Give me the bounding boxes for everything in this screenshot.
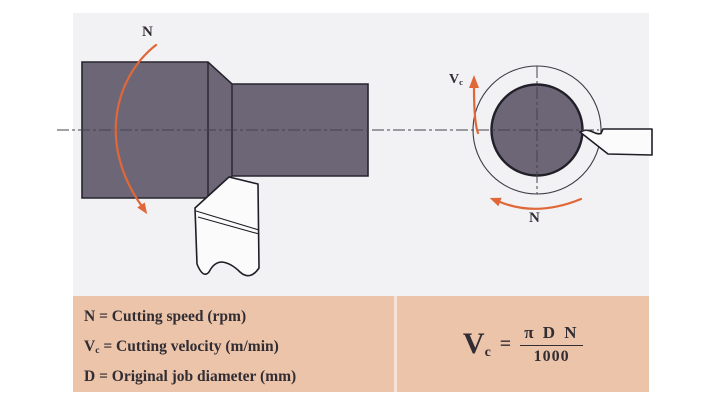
formula-equals: = [499, 332, 512, 355]
velocity-symbol: V [449, 72, 460, 87]
panel-divider [394, 296, 397, 392]
legend-item-d: D = Original job diameter (mm) [84, 363, 394, 393]
formula-denominator: 1000 [533, 347, 570, 365]
legend-item-n: N = Cutting speed (rpm) [84, 303, 394, 333]
legend-definition: = Original job diameter (mm) [99, 368, 297, 385]
legend-definition: = Cutting speed (rpm) [99, 308, 247, 325]
formula-lhs: Vc [462, 327, 491, 361]
legend-definition: = Cutting velocity (m/min) [103, 338, 279, 355]
fraction-bar [520, 344, 584, 346]
legend-symbol: N [84, 308, 96, 325]
legend-item-vc: Vc = Cutting velocity (m/min) [84, 333, 394, 363]
cutting-velocity-formula: Vc = π D N 1000 [462, 322, 584, 366]
end-view-velocity-label: Vc [449, 73, 463, 87]
formula-lhs-subscript: c [484, 345, 491, 361]
legend-symbol: D [84, 368, 96, 385]
legend-panel: N = Cutting speed (rpm) Vc = Cutting vel… [73, 296, 394, 392]
formula-numerator: π D N [524, 322, 580, 342]
end-view-rotation-label: N [529, 210, 540, 226]
formula-fraction: π D N 1000 [520, 322, 584, 366]
formula-panel: Vc = π D N 1000 [397, 296, 649, 392]
legend-symbol: V [84, 338, 96, 355]
legend-symbol-subscript: c [95, 345, 100, 357]
velocity-subscript: c [459, 77, 463, 88]
side-view-rotation-label: N [142, 24, 153, 40]
formula-lhs-symbol: V [462, 327, 485, 360]
